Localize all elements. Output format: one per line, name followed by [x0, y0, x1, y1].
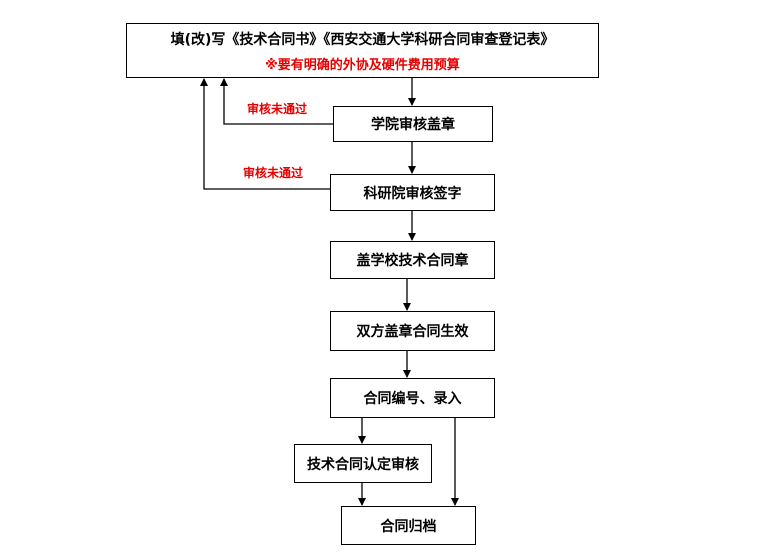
college-review-box: 学院审核盖章	[333, 106, 493, 142]
contract-number-box: 合同编号、录入	[330, 378, 495, 418]
archive-box: 合同归档	[341, 506, 476, 545]
reject-loop-research	[200, 78, 330, 190]
research-review-label: 科研院审核签字	[363, 185, 462, 202]
contract-certify-label: 技术合同认定审核	[307, 456, 419, 473]
research-review-box: 科研院审核签字	[330, 174, 495, 211]
fill-form-title: 填(改)写《技术合同书》《西安交通大学科研合同审查登记表》	[170, 31, 555, 48]
both-stamp-box: 双方盖章合同生效	[330, 311, 495, 351]
college-reject-label: 审核未通过	[247, 102, 308, 116]
archive-label: 合同归档	[380, 518, 437, 535]
research-reject-label: 审核未通过	[243, 166, 304, 180]
college-review-label: 学院审核盖章	[371, 117, 455, 133]
both-stamp-label: 双方盖章合同生效	[356, 324, 469, 340]
fill-form-box: 填(改)写《技术合同书》《西安交通大学科研合同审查登记表》 ※要有明确的外协及硬…	[126, 23, 599, 78]
contract-number-label: 合同编号、录入	[363, 391, 462, 407]
school-stamp-box: 盖学校技术合同章	[330, 241, 495, 279]
school-stamp-label: 盖学校技术合同章	[356, 253, 469, 269]
contract-certify-box: 技术合同认定审核	[294, 444, 432, 483]
budget-note: ※要有明确的外协及硬件费用预算	[265, 57, 460, 73]
reject-loop-college	[220, 78, 333, 125]
